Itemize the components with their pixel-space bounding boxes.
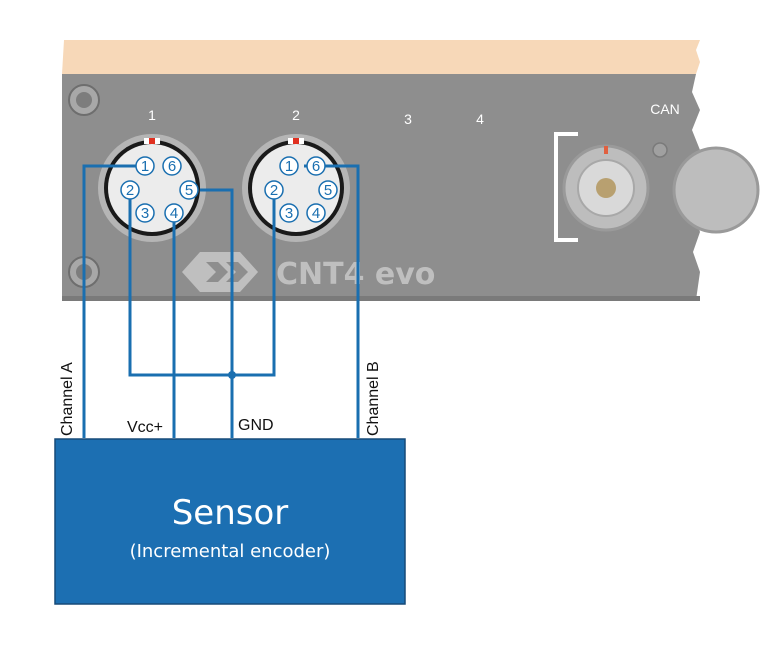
port-label-3: 3 [404, 111, 412, 127]
connector-2-pins: 1 6 2 5 3 4 [264, 156, 338, 223]
label-vcc: Vcc+ [127, 419, 163, 436]
screw-icon [68, 84, 100, 116]
pin-6 [162, 156, 182, 176]
svg-text:6: 6 [312, 158, 320, 175]
label-channel-a: Channel A [59, 362, 76, 436]
pin-1 [135, 156, 155, 176]
pin-5 [318, 180, 338, 200]
device-panel: 1 2 3 4 CAN CNT4 evo [62, 40, 760, 301]
svg-text:3: 3 [285, 205, 293, 222]
svg-text:2: 2 [270, 182, 278, 199]
port-label-2: 2 [292, 107, 300, 123]
port-label-4: 4 [476, 111, 484, 127]
svg-text:6: 6 [168, 158, 176, 175]
svg-text:5: 5 [185, 182, 193, 199]
svg-text:4: 4 [312, 205, 320, 222]
sensor-box: Sensor (Incremental encoder) [54, 438, 406, 605]
panel-face [62, 74, 700, 300]
pin-2 [264, 180, 284, 200]
port-label-1: 1 [148, 107, 156, 123]
panel-top-edge [62, 40, 700, 74]
pin-4 [164, 203, 184, 223]
pin-3 [279, 203, 299, 223]
pin-3 [135, 203, 155, 223]
svg-text:4: 4 [170, 205, 178, 222]
svg-text:1: 1 [141, 158, 149, 175]
pin-1 [279, 156, 299, 176]
can-label: CAN [650, 101, 680, 117]
pin-4 [306, 203, 326, 223]
svg-text:3: 3 [141, 205, 149, 222]
wire-channel-a [82, 164, 137, 438]
label-gnd: GND [238, 417, 274, 434]
brand-text: CNT4 evo [276, 257, 435, 292]
pin-6 [306, 156, 326, 176]
wire-gnd [200, 188, 234, 438]
gnd-junction [228, 371, 236, 379]
pin-5 [179, 180, 199, 200]
svg-text:2: 2 [126, 182, 134, 199]
can-connector [554, 132, 760, 242]
sensor-subtitle: (Incremental encoder) [130, 541, 331, 562]
pin-2 [120, 180, 140, 200]
brand-logo: CNT4 evo [182, 252, 435, 292]
svg-text:1: 1 [285, 158, 293, 175]
sensor-title: Sensor [172, 493, 289, 533]
svg-text:5: 5 [324, 182, 332, 199]
connector-1-pins: 1 6 2 5 3 4 [120, 156, 199, 223]
label-channel-b: Channel B [365, 361, 382, 436]
wire-gnd-bus [128, 190, 276, 377]
